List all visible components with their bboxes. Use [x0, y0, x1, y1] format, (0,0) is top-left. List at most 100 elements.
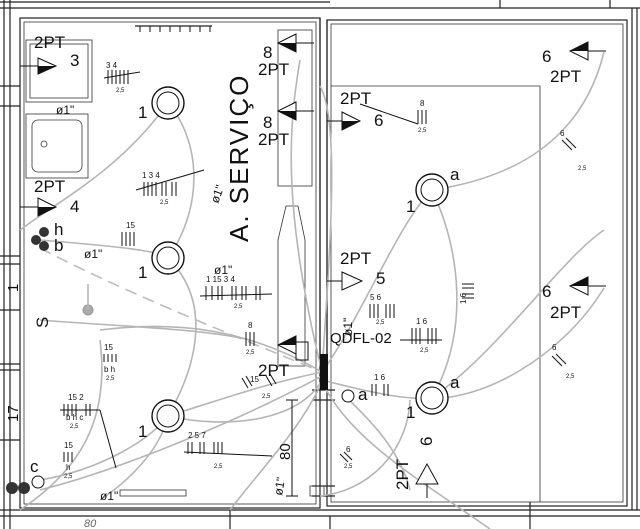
outlet-circuit-label: 6: [542, 282, 551, 301]
wire-label: 15: [250, 375, 259, 384]
outlet-service-mid: 8 2PT: [258, 101, 314, 149]
lamp-circuit-label: 1: [406, 197, 415, 216]
wire-bundle: 15 b h 2,5: [103, 343, 117, 382]
outlet-circuit-label: 8: [263, 113, 272, 132]
outlet-service-top: 8 2PT: [258, 33, 314, 79]
switch-label-b: b: [54, 236, 63, 255]
wire-gauge: 2,5: [578, 166, 587, 172]
wire-bundle: 15 2,5: [241, 373, 277, 400]
wire-bundle: 1 3 4 2,5: [135, 169, 205, 206]
outlet-type-label: 2PT: [550, 303, 581, 322]
wire-label: 6: [560, 129, 565, 138]
wire-gauge: 2,5: [116, 88, 125, 94]
wire-label: 15: [64, 441, 73, 450]
wire-gauge: 2,5: [566, 374, 575, 380]
wire-label: 1 6: [416, 317, 428, 326]
wire-labels: 3 4 2,5 1 3 4 2,5 15 1 15 3 4 2,5 5 6 2,…: [60, 61, 587, 480]
outlet-circuit-label: 6: [542, 47, 551, 66]
wire-bundle: 5 6 2,5: [369, 293, 395, 326]
outlet-type-label: 2PT: [258, 130, 289, 149]
wire-gauge: 2,5: [344, 464, 353, 470]
dimension-height: 80: [277, 399, 298, 497]
wire-bundle: 1 6: [371, 373, 389, 396]
conduit-label: ø1": [208, 183, 227, 205]
outlet-hall-a: 2PT 6: [327, 89, 383, 131]
wire-sub-label: b h: [104, 365, 115, 374]
side-label: S: [33, 317, 52, 328]
lamp-circuit-label: 1: [138, 103, 147, 122]
lamp-circuit-label: 1: [406, 403, 415, 422]
wire-gauge: 2,5: [262, 394, 271, 400]
side-label: 17: [5, 405, 22, 422]
conduit-label: ø1": [341, 318, 355, 336]
wire-bundle: 15 2 b h c 2,5: [60, 393, 117, 469]
switch-label-h: h: [54, 220, 63, 239]
wire-bundle: 3 4 2,5: [103, 61, 141, 94]
outlet-type-label: 2PT: [550, 67, 581, 86]
wire-label: 15: [126, 221, 135, 230]
wire-bundle: 2 5 7 2,5: [183, 431, 273, 470]
outlet-circuit-label: 4: [70, 197, 79, 216]
wire-bundle: 8 2,5: [245, 321, 255, 356]
outlet-circuit-label: 6: [417, 437, 436, 446]
outlet-type-label: 2PT: [258, 60, 289, 79]
wire-gauge: 2,5: [106, 376, 115, 382]
wire-label: 8: [420, 99, 425, 108]
switch-label-c: c: [30, 457, 39, 476]
outlet-right-mid: 6 2PT: [542, 276, 606, 322]
wire-gauge: 2,5: [376, 320, 385, 326]
conduit-label: ø1": [100, 489, 118, 503]
wire-label: 1 6: [374, 373, 386, 382]
wire-label: 6: [552, 343, 557, 352]
wire-label: 5 6: [370, 293, 382, 302]
outlet-type-label: 2PT: [34, 177, 65, 196]
switch-a: a: [341, 385, 368, 404]
lamp-circuit-label: 1: [138, 263, 147, 282]
lamp-5: 1 a: [406, 373, 460, 422]
wire-bundle: 8 2,5: [359, 99, 427, 134]
switch-cluster-bottom: c: [6, 457, 45, 494]
wire-bundle: 6 2,5: [339, 445, 353, 470]
wire-sub-label: b h c: [66, 413, 83, 422]
outlet-hall-b: 2PT 5: [327, 249, 385, 291]
side-label: 1: [5, 284, 22, 292]
wire-label: 2 5 7: [188, 431, 206, 440]
room-name: A. SERVIÇO: [224, 74, 254, 242]
outlet-circuit-label: 8: [263, 43, 272, 62]
wire-bundle: 15: [121, 221, 135, 246]
outlet-panel-near: 2PT: [258, 335, 297, 380]
conduit-label: ø1": [56, 103, 74, 117]
wire-gauge: 2,5: [418, 128, 427, 134]
conduit-label: ø1": [214, 263, 232, 277]
wire-sub-label: h: [66, 463, 70, 472]
switch-label-a: a: [358, 385, 368, 404]
outlet-kitchen-top: 2PT 3: [20, 33, 79, 75]
wire-label: 3 4: [106, 61, 118, 70]
outlet-right-top: 6 2PT: [542, 41, 606, 86]
wire-bundle: 6 2,5: [551, 343, 575, 380]
wire-label: 1 15 3 4: [206, 275, 235, 284]
lamp-3: 1: [138, 399, 185, 441]
wire-bundle: 15 h 2,5: [63, 441, 73, 480]
panel-label: QDFL-02: [330, 330, 392, 347]
wire-label: 15 2: [68, 393, 84, 402]
conduit-label: ø1": [271, 476, 288, 496]
distribution-panel: QDFL-02: [295, 330, 392, 390]
outlet-type-label: 2PT: [34, 33, 65, 52]
wire-bundle: 1 15 3 4 2,5: [199, 275, 273, 310]
conduit-labels: ø1" ø1" ø1" ø1" ø1" ø1" ø1": [56, 103, 355, 503]
wire-bundle: 1 6: [459, 283, 474, 304]
lamp-4: 1 a: [406, 165, 460, 216]
lamp-2: 1: [138, 241, 185, 282]
lamp-1: 1: [138, 86, 185, 122]
wire-label: 15: [104, 343, 113, 352]
outlet-circuit-label: 6: [374, 111, 383, 130]
wire-gauge: 2,5: [246, 350, 255, 356]
outlet-circuit-label: 3: [70, 51, 79, 70]
wire-label: 8: [248, 321, 253, 330]
wire-gauge: 2,5: [234, 304, 243, 310]
dimension-label-bottom: 80: [84, 518, 97, 529]
wire-label: 6: [346, 445, 351, 454]
lamp-switch-label: a: [450, 165, 460, 184]
